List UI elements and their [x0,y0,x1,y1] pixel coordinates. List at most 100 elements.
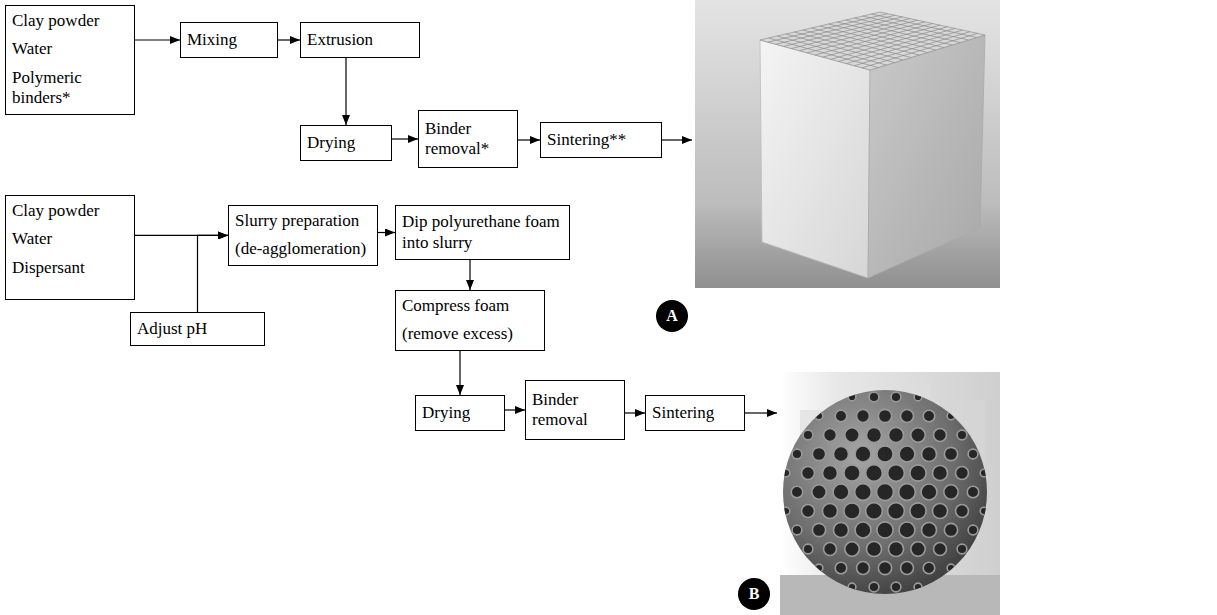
box-text: Adjust pH [137,319,258,339]
foam-pore [934,543,947,556]
process-box: Binder removal [525,380,625,440]
foam-pore [835,562,847,574]
foam-pore [866,503,883,520]
foam-pore [901,562,914,575]
panel-marker: B [738,578,770,610]
flow-arrow [278,39,300,40]
honeycomb-channels [768,14,978,68]
foam-pore [822,465,837,480]
foam-pore [855,446,871,462]
channel-wall [863,16,969,40]
process-box: Sintering** [540,122,662,158]
foam-pore [845,542,859,556]
box-text: Extrusion [307,30,413,50]
foam-pore [812,447,825,460]
foam-pore [869,392,879,402]
foam-pore [812,485,826,499]
box-text: Dispersant [12,258,128,278]
process-box: Extrusion [300,22,420,58]
input-box: Clay powderWaterDispersant [5,195,135,300]
foam-pore [899,522,915,538]
foam-pore [888,465,905,482]
panel-letter: A [666,306,678,325]
circle-fill [656,300,688,332]
flow-arrow [469,260,470,290]
channel-wall [829,24,936,50]
foam-pore [956,505,969,518]
foam-pore [833,522,848,537]
foam-pore [891,392,901,402]
arrow-to-photo [745,412,777,413]
foam-pore [857,410,870,423]
foam-pore [914,583,922,591]
foam-pore [802,467,815,480]
block-side-face [868,35,985,278]
channel-wall [769,38,879,68]
channel-wall [811,28,919,55]
foam-pore [901,410,914,423]
foam-pore [815,564,823,572]
foam-pore [957,430,967,440]
box-text: Drying [307,133,385,153]
foam-pore [947,412,955,420]
channel-wall [777,36,886,65]
foam-pore [855,484,872,501]
box-text: (de-agglomeration) [235,239,371,259]
foam-pore [944,523,957,536]
flow-arrow [625,412,645,413]
foam-pore [782,507,790,515]
foam-pore [934,429,947,442]
block-front-face [760,40,870,278]
flow-arrow [378,232,395,233]
foam-pore [822,503,837,518]
box-text: Dip polyurethane foam into slurry [402,212,563,253]
foam-pore [944,485,958,499]
foam-pore [815,412,823,420]
foam-pore [792,449,802,459]
process-box: Drying [300,125,392,161]
box-text: Water [12,39,128,59]
foam-pore [791,486,803,498]
foam-pore [848,393,856,401]
block-top-face [760,12,985,70]
foam-pore [932,503,947,518]
foam-pore [803,544,813,554]
foam-pore [947,564,955,572]
foam-pore [869,582,879,592]
flow-arrow [518,139,540,140]
foam-pore [857,562,870,575]
channel-wall [794,32,903,60]
box-text: Binder removal [532,390,618,431]
foam-pore [866,541,881,556]
foam-pore [848,583,856,591]
foam-pore [844,465,860,481]
flow-arrow [135,39,180,40]
foam-pore [802,505,815,518]
honeycomb-photo [695,0,1000,288]
foam-pore [877,522,893,538]
channel-wall [820,26,928,53]
foam-pore [824,543,837,556]
box-text: Slurry preparation [235,211,371,231]
channel-wall [803,30,911,58]
foam-pore [888,541,903,556]
foam-pore [877,484,894,501]
input-box: Clay powderWaterPolymeric binders* [5,5,135,115]
flow-arrow [198,235,229,312]
photo-background [695,0,1000,288]
foam-pore [891,582,901,592]
box-text: Drying [422,403,498,423]
foam-pore [866,427,881,442]
foam-pore [921,446,936,461]
foam-pore [910,503,926,519]
foam-sphere [783,390,987,594]
box-text: Clay powder [12,11,128,31]
foam-pores [782,392,988,592]
panel-letter: B [749,584,760,603]
flow-arrow [505,409,525,410]
process-box: Binder removal* [418,110,518,168]
foam-pore [835,410,847,422]
foam-pore [845,428,859,442]
